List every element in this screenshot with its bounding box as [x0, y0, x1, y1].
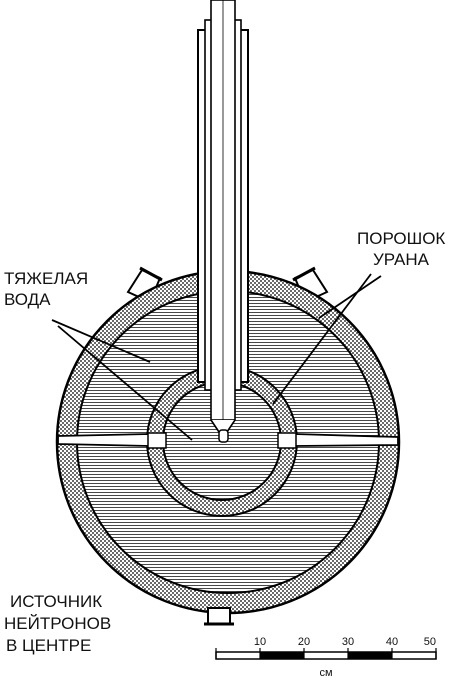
scale-tick-50: 50: [424, 636, 436, 648]
heavy-water-label-line2: ВОДА: [4, 290, 51, 309]
scale-tick-20: 20: [298, 636, 310, 648]
uranium-powder-label-line2: УРАНА: [373, 250, 430, 269]
uranium-powder-label-line1: ПОРОШОК: [357, 229, 445, 248]
neutron-source-label-line3: В ЦЕНТРЕ: [6, 636, 91, 655]
scale-tick-10: 10: [254, 636, 266, 648]
scale-unit: см: [319, 667, 332, 679]
neutron-source-label-line1: ИСТОЧНИК: [10, 592, 102, 611]
right-side-tube: [277, 432, 399, 449]
heavy-water-label-line1: ТЯЖЕЛАЯ: [4, 269, 88, 288]
left-side-tube: [57, 432, 167, 449]
scale-tick-40: 40: [386, 636, 398, 648]
heavy-water-pointers: [51, 319, 193, 441]
uranium-powder-pointers: [272, 273, 382, 405]
neutron-source-label-line2: НЕЙТРОНОВ: [4, 614, 111, 633]
central-tube-assembly: [197, 0, 249, 440]
bottom-nozzle: [204, 607, 234, 626]
scale-tick-30: 30: [342, 636, 354, 648]
neutron-source: [218, 429, 229, 443]
scale-bar: 10 20 30 40 50 см: [215, 636, 437, 679]
